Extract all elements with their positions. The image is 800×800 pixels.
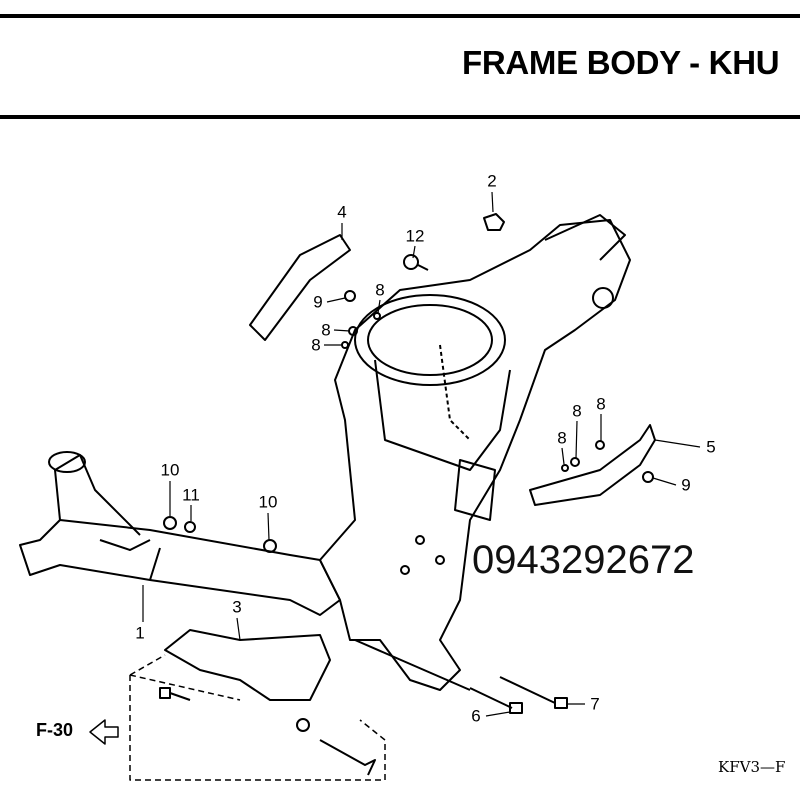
callout-4: 4 bbox=[337, 202, 347, 222]
page-title: FRAME BODY - KHU bbox=[462, 44, 780, 81]
callout-2: 2 bbox=[487, 171, 497, 191]
callout-5: 5 bbox=[706, 437, 716, 457]
callout-9: 9 bbox=[681, 475, 691, 495]
callout-6: 6 bbox=[471, 706, 481, 726]
callout-12: 12 bbox=[405, 226, 425, 246]
callout-8: 8 bbox=[596, 394, 606, 414]
part-5-cover bbox=[529, 424, 656, 506]
callout-8: 8 bbox=[572, 401, 582, 421]
dashed-assembly-box bbox=[129, 654, 386, 781]
callout-1: 1 bbox=[135, 623, 145, 643]
callout-7: 7 bbox=[590, 694, 600, 714]
callout-3: 3 bbox=[232, 597, 242, 617]
callout-8: 8 bbox=[321, 320, 331, 340]
top-rule bbox=[0, 14, 800, 18]
frame-main-tube bbox=[19, 451, 341, 616]
part-4-cover bbox=[249, 234, 351, 341]
callout-8: 8 bbox=[375, 280, 385, 300]
bolts bbox=[159, 676, 568, 776]
figure-code: KFV3—F bbox=[718, 758, 786, 776]
fasteners bbox=[163, 213, 654, 553]
phone-number-overlay: 0943292672 bbox=[472, 538, 695, 582]
callout-10: 10 bbox=[258, 492, 278, 512]
leader-lines bbox=[142, 191, 701, 717]
arrow-left-icon bbox=[89, 719, 119, 745]
callout-10: 10 bbox=[160, 460, 180, 480]
part-3-bracket bbox=[164, 629, 331, 701]
callout-8: 8 bbox=[311, 335, 321, 355]
callout-9: 9 bbox=[313, 292, 323, 312]
callout-8: 8 bbox=[557, 428, 567, 448]
page-reference-link[interactable]: F-30 bbox=[36, 720, 74, 740]
frame-center-body bbox=[319, 214, 631, 691]
header-bottom-rule bbox=[0, 115, 800, 119]
callout-11: 11 bbox=[182, 485, 200, 505]
